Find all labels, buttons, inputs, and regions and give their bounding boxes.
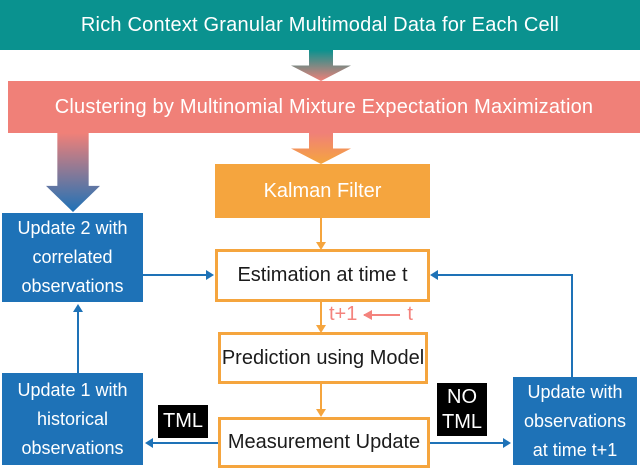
arrowhead-update2-to-estimation-icon [206,270,214,280]
banner-clustering: Clustering by Multinomial Mixture Expect… [8,81,640,133]
time-step-annotation: t+1 t [329,303,413,326]
time-step-arrow-icon [363,309,401,320]
arrowhead-prediction-to-measurement-icon [316,409,326,417]
line-update1-to-update2-icon [77,312,79,373]
banner-clustering-label: Clustering by Multinomial Mixture Expect… [54,95,594,118]
estimation-label: Estimation at time t [237,264,408,286]
kalman-filter-label: Kalman Filter [263,179,382,202]
update1-line2: historical [36,408,109,429]
update1-line3: observations [21,437,124,458]
arrow-kalman-to-estimation-icon [320,218,322,244]
line-measurement-to-update-next-icon [430,442,503,444]
arrowhead-measurement-to-update-next-icon [503,438,511,448]
kalman-filter-box: Kalman Filter [215,164,430,218]
no-tml-tag: NO TML [437,383,487,436]
measurement-box: Measurement Update [218,417,430,468]
arrowhead-update-next-to-estimation-icon [430,270,438,280]
prediction-box: Prediction using Model [218,332,428,384]
measurement-label: Measurement Update [227,431,421,453]
tml-tag: TML [158,405,208,438]
time-step-from: t [407,303,413,325]
update2-box: Update 2 with correlated observations [2,213,143,302]
update-next-line2: observations [523,410,627,431]
line-update2-to-estimation-icon [143,274,207,276]
line-update-next-to-estimation-icon [438,274,573,276]
arrowhead-measurement-to-update1-icon [145,438,153,448]
estimation-box: Estimation at time t [215,249,430,302]
banner-rich-context-label: Rich Context Granular Multimodal Data fo… [80,13,560,36]
arrowhead-update1-to-update2-icon [73,304,83,312]
update1-line1: Update 1 with [17,379,128,400]
update-next-line3: at time t+1 [532,439,618,460]
line-update-next-up-icon [571,274,573,378]
banner-rich-context: Rich Context Granular Multimodal Data fo… [0,0,640,50]
prediction-label: Prediction using Model [221,346,425,369]
no-tml-line1: NO [447,385,477,408]
block-arrow-data-to-clustering-icon [291,50,351,81]
no-tml-line2: TML [442,410,482,433]
update2-line2: correlated [32,247,113,267]
update2-line1: Update 2 with [17,218,128,238]
time-step-to: t+1 [329,303,358,325]
block-arrow-clustering-to-update2-icon [46,133,100,212]
update-next-line1: Update with [527,381,623,402]
update1-box: Update 1 with historical observations [2,373,143,465]
block-arrow-clustering-to-kalman-icon [291,133,351,164]
tml-label: TML [163,410,203,432]
arrowhead-kalman-to-estimation-icon [316,242,326,250]
update-next-box: Update with observations at time t+1 [513,377,637,465]
arrowhead-estimation-to-prediction-icon [316,325,326,333]
arrow-prediction-to-measurement-icon [320,384,322,410]
update2-line3: observations [21,276,124,296]
arrow-estimation-to-prediction-icon [320,302,322,326]
line-measurement-to-update1-icon [153,442,218,444]
